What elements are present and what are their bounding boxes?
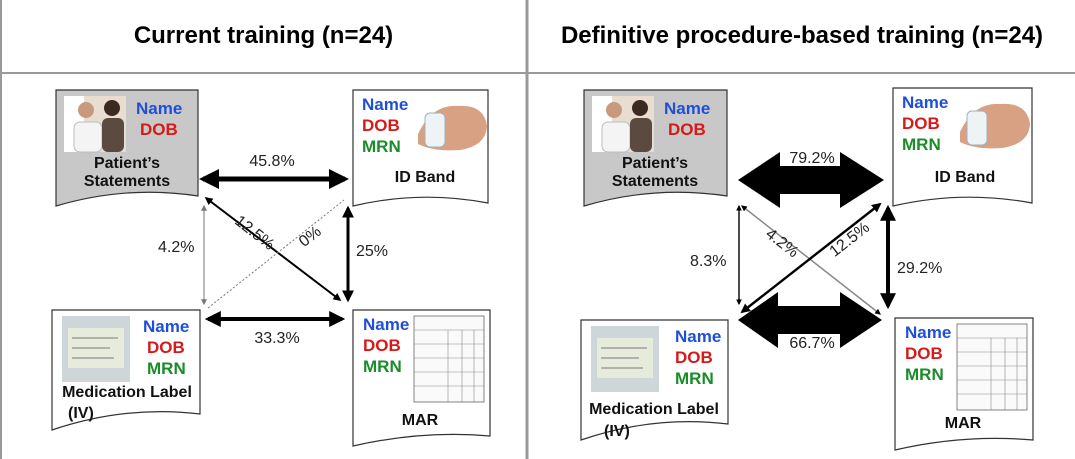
patient-statements-line1: Patient’s: [94, 155, 160, 172]
mrn-field: MRN: [363, 357, 402, 376]
mar-doc: Name DOB MRN MAR: [352, 309, 491, 447]
pct-patient-label: 8.3%: [690, 253, 726, 270]
patient-statements-line2: Statements: [612, 173, 698, 190]
pct-patient-label: 4.2%: [158, 239, 194, 256]
name-field: Name: [675, 327, 721, 346]
dob-field: DOB: [362, 116, 400, 135]
pct-patient-mar: 4.2%: [762, 225, 801, 261]
id-band-doc: Name DOB MRN ID Band: [892, 87, 1033, 207]
pct-label-mar: 66.7%: [789, 335, 834, 352]
mar-doc: Name DOB MRN MAR: [894, 317, 1034, 451]
patient-statements-doc: Name DOB Patient’s Statements: [583, 89, 728, 207]
mrn-field: MRN: [902, 135, 941, 154]
mrn-field: MRN: [905, 365, 944, 384]
iv-bag-photo: [62, 316, 130, 382]
name-field: Name: [905, 323, 951, 342]
panel-title-definitive: Definitive procedure-based training (n=2…: [560, 22, 1044, 49]
medication-label-line2: (IV): [68, 405, 94, 422]
pct-idband-mar: 29.2%: [897, 260, 942, 277]
name-field: Name: [664, 99, 710, 118]
mrn-field: MRN: [675, 369, 714, 388]
name-field: Name: [136, 99, 182, 118]
patient-statements-line1: Patient’s: [622, 155, 688, 172]
pct-patient-mar: 12.5%: [231, 212, 277, 253]
wristband-photo: [418, 105, 487, 151]
dob-field: DOB: [675, 348, 713, 367]
arrow-patient-mar: [204, 197, 342, 301]
id-band-label: ID Band: [395, 169, 455, 186]
panel-title-current: Current training (n=24): [133, 22, 394, 49]
patient-photo: [592, 96, 654, 153]
arrow-label-idband: [207, 199, 345, 309]
patient-statements-line2: Statements: [84, 173, 170, 190]
mar-label: MAR: [945, 415, 982, 432]
dob-field: DOB: [363, 336, 401, 355]
arrow-patient-idband: [738, 152, 884, 208]
id-band-label: ID Band: [935, 169, 995, 186]
pct-patient-idband: 79.2%: [789, 150, 834, 167]
dob-field: DOB: [147, 338, 185, 357]
name-field: Name: [143, 317, 189, 336]
wristband-photo: [960, 103, 1030, 149]
mar-form-thumbnail: [413, 315, 485, 403]
medication-label-line1: Medication Label: [589, 401, 719, 418]
name-field: Name: [363, 315, 409, 334]
pct-patient-idband: 45.8%: [249, 153, 294, 170]
dob-field: DOB: [905, 344, 943, 363]
medication-label-line2: (IV): [604, 423, 630, 440]
dob-field: DOB: [140, 120, 178, 139]
mar-label: MAR: [402, 412, 439, 429]
patient-photo: [64, 96, 126, 153]
patient-statements-doc: Name DOB Patient’s Statements: [55, 89, 199, 207]
panel-definitive: Name DOB Patient’s Statements Name DOB M…: [580, 87, 1034, 451]
pct-label-idband: 0%: [296, 223, 325, 251]
name-field: Name: [362, 95, 408, 114]
dob-field: DOB: [668, 120, 706, 139]
arrow-label-idband: [740, 202, 882, 314]
medication-label-doc: Name DOB MRN Medication Label (IV): [580, 319, 729, 441]
pct-label-mar: 33.3%: [254, 330, 299, 347]
medication-label-doc: Name DOB MRN Medication Label (IV): [51, 309, 201, 431]
pct-idband-mar: 25%: [356, 243, 388, 260]
name-field: Name: [902, 93, 948, 112]
iv-bag-photo: [591, 326, 659, 392]
dob-field: DOB: [902, 114, 940, 133]
mrn-field: MRN: [362, 137, 401, 156]
id-band-doc: Name DOB MRN ID Band: [352, 89, 489, 207]
mrn-field: MRN: [147, 359, 186, 378]
mar-form-thumbnail: [956, 323, 1028, 411]
panel-current: Name DOB Patient’s Statements Name DOB M…: [51, 89, 491, 447]
medication-label-line1: Medication Label: [62, 384, 192, 401]
